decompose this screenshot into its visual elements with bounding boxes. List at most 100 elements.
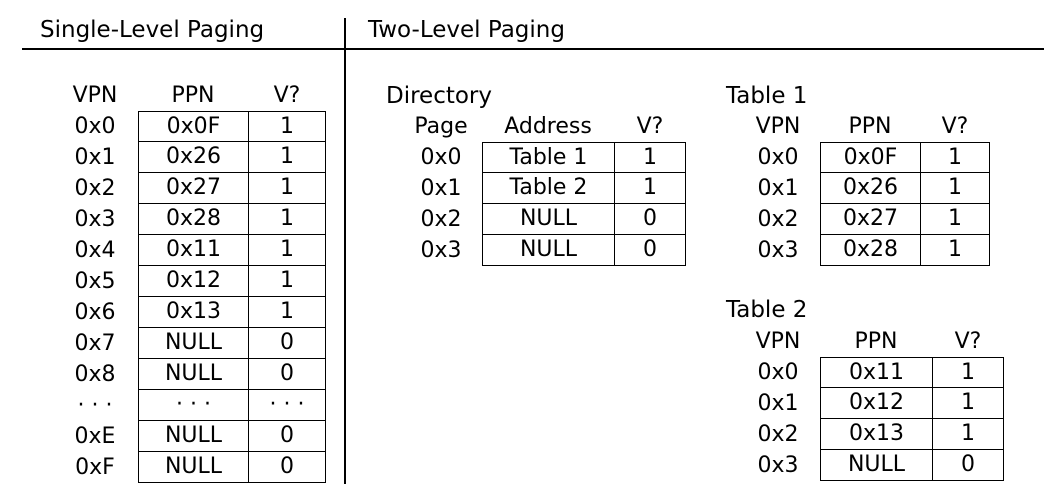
table1-column-header: PPN [848,113,892,139]
table2-index-cell: 0x1 [757,390,799,416]
single-level-underline [22,48,344,50]
directory-table-cell: NULL [482,204,614,235]
table2-cell: NULL [820,450,932,481]
directory-table-cell: 0 [614,235,686,266]
table1-column-header: V? [941,113,969,139]
table2-cell: 1 [932,357,1004,388]
single-table-cell: 0 [248,421,326,452]
directory-table-cell: Table 1 [482,142,614,173]
single-table-index-cell: 0xF [75,454,115,480]
table2-index-cell: 0x3 [757,452,799,478]
single-table-cell: 1 [248,111,326,142]
single-table-cell: 0 [248,452,326,483]
single-table-row: · · ·· · ·· · · [52,390,326,421]
directory-table-cell: 1 [614,173,686,204]
single-table-cell: 1 [248,235,326,266]
single-table-cell: · · · [248,390,326,421]
table2-column-header: V? [954,328,982,354]
table2-index-cell: 0x2 [757,421,799,447]
table1-header-row: VPN PPN V? [736,111,990,142]
directory-table-column-header: Page [414,113,468,139]
table2-cell: 0x12 [820,388,932,419]
single-table-cell: 0 [248,359,326,390]
single-table-cell: 0x26 [138,142,248,173]
table1-column-header: VPN [755,113,801,139]
single-table-column-header: V? [273,82,301,108]
single-table-index-cell: 0x8 [74,361,116,387]
table2-caption: Table 2 [726,297,808,323]
table1-cell: 1 [920,142,990,173]
single-table-cell: NULL [138,328,248,359]
single-table-header-row: VPN PPN V? [52,80,326,111]
single-table-cell: 1 [248,142,326,173]
single-table-cell: 0x28 [138,204,248,235]
directory-caption: Directory [386,83,493,109]
section-divider [344,18,346,484]
table1-cell: 1 [920,204,990,235]
table2-cell: 0x11 [820,357,932,388]
table1-index-cell: 0x1 [757,175,799,201]
table1-cell: 0x28 [820,235,920,266]
single-table-cell: 0x0F [138,111,248,142]
single-table-index-cell: 0x3 [74,206,116,232]
table1-index-cell: 0x0 [757,144,799,170]
directory-table-index-cell: 0x2 [420,206,462,232]
single-table-index-cell: 0x7 [74,330,116,356]
table1-cell: 0x26 [820,173,920,204]
directory-table-cell: 1 [614,142,686,173]
single-level-heading: Single-Level Paging [40,17,265,43]
table1-index-cell: 0x3 [757,237,799,263]
single-table-cell: 1 [248,297,326,328]
single-table-index-cell: 0x5 [74,268,116,294]
directory-table-column-header: Address [504,113,592,139]
single-table-index-cell: 0x2 [74,175,116,201]
single-table-index-cell: 0x0 [74,113,116,139]
single-table-column-header: PPN [171,82,215,108]
directory-table-cell: Table 2 [482,173,614,204]
single-table-cell: NULL [138,421,248,452]
directory-table-index-cell: 0x0 [420,144,462,170]
directory-table-cell: NULL [482,235,614,266]
table1-cell: 1 [920,235,990,266]
directory-table-index-cell: 0x1 [420,175,462,201]
table1-cell: 0x27 [820,204,920,235]
single-table-cell: 1 [248,173,326,204]
directory-table-cell: 0 [614,204,686,235]
single-table-cell: NULL [138,359,248,390]
table1-cell: 1 [920,173,990,204]
single-table-index-cell: 0xE [74,423,116,449]
single-table-column-header: VPN [72,82,118,108]
single-table-index-cell: · · · [77,392,113,418]
directory-table-index-cell: 0x3 [420,237,462,263]
table2-cell: 1 [932,419,1004,450]
table2-cell: 0x13 [820,419,932,450]
single-table-cell: NULL [138,452,248,483]
single-table-cell: 0 [248,328,326,359]
table1-cell: 0x0F [820,142,920,173]
single-table-cell: 0x27 [138,173,248,204]
